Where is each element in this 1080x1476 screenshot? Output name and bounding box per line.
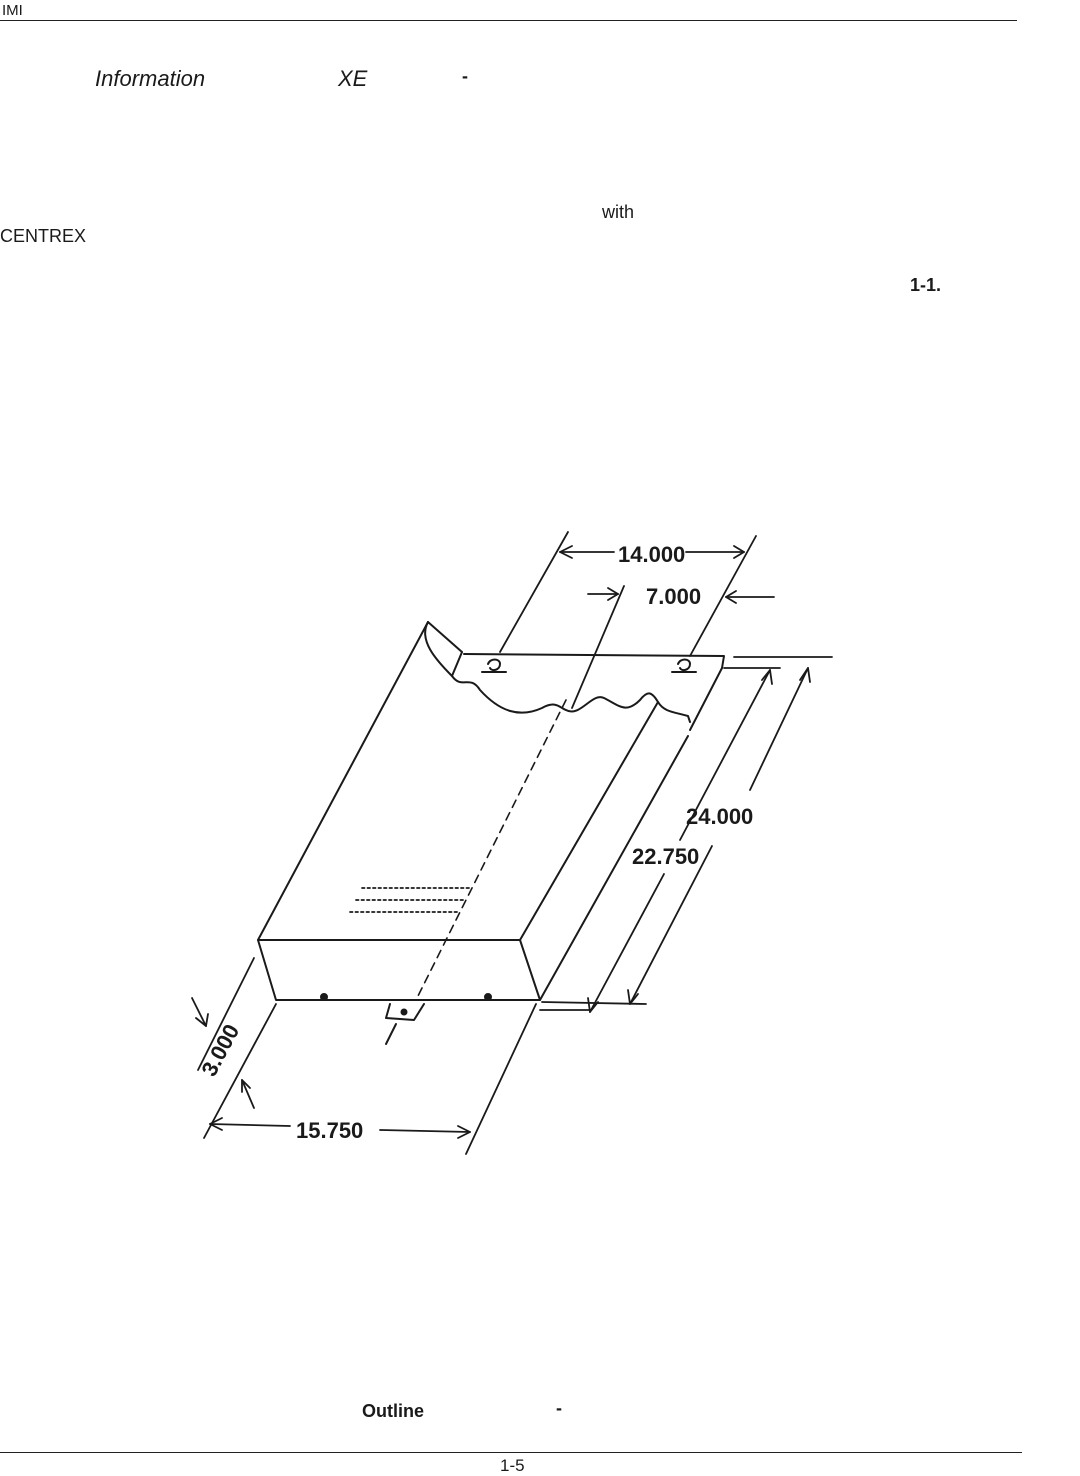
body-word-centrex: CENTREX — [0, 226, 87, 246]
dimension-depth — [539, 656, 833, 1013]
bracket-hole — [400, 1008, 408, 1016]
figure-caption-outline: Outline — [362, 1401, 424, 1421]
cabinet-side-bottom-edge — [539, 735, 689, 1001]
cabinet-left-edge — [257, 621, 429, 941]
cutaway-break-line — [424, 621, 691, 723]
bracket-leader — [385, 1023, 397, 1045]
dimension-half-width — [571, 585, 775, 709]
center-line-dashed — [415, 699, 567, 1001]
heading-information: Information — [95, 66, 206, 91]
bottom-mounting-bracket — [385, 1003, 425, 1021]
cabinet-front-face — [257, 939, 541, 1001]
cabinet-rear-corner — [427, 621, 463, 653]
page-number: 1-5 — [500, 1456, 525, 1475]
dim-label-3000: 3.000 — [196, 1020, 244, 1080]
footer-rule — [0, 1452, 1022, 1453]
document-code: IMI — [2, 2, 23, 19]
cabinet-foot-right — [484, 993, 492, 1001]
cabinet-top-right-edge — [519, 701, 659, 941]
heading-dash: - — [462, 66, 468, 86]
header-rule — [0, 20, 1017, 21]
cabinet-rear-right-edge — [689, 667, 723, 731]
cabinet-body — [257, 621, 725, 1045]
dimension-width-bottom — [209, 1003, 537, 1155]
dimension-height — [191, 957, 277, 1139]
mounting-slot-left — [481, 658, 507, 673]
mounting-slot-right — [671, 658, 697, 673]
cabinet-foot-left — [320, 993, 328, 1001]
dim-label-14000: 14.000 — [618, 542, 685, 567]
body-word-with: with — [602, 202, 635, 222]
figure-reference: 1-1. — [910, 275, 942, 295]
cabinet-rear-top-edge — [463, 653, 725, 669]
heading-xe: XE — [338, 66, 368, 91]
dim-label-7000: 7.000 — [646, 584, 701, 609]
dimension-width-top — [499, 531, 757, 657]
dim-label-24000: 24.000 — [686, 804, 753, 829]
ventilation-grille — [349, 887, 471, 913]
dim-label-22750: 22.750 — [632, 844, 699, 869]
cutaway-inner-edge — [451, 651, 463, 677]
dim-label-15750: 15.750 — [296, 1118, 363, 1143]
figure-caption-dash: - — [556, 1398, 562, 1418]
